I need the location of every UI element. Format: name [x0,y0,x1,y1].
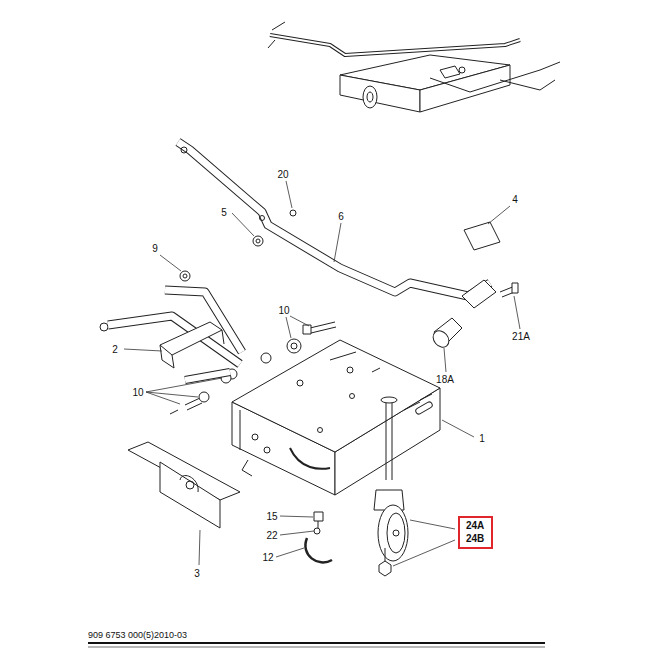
bumper-part [430,318,462,350]
leader-lines [124,181,520,566]
footer-rule [88,647,545,648]
callout-number: 9 [152,243,158,254]
callout-number: 24B [466,533,485,546]
callout-number: 15 [266,511,277,522]
bracket-part [128,442,240,528]
callout-number: 5 [221,207,227,218]
overview-figure [268,22,560,112]
frame-part [108,290,242,380]
callout-number: 18A [436,374,454,385]
callout-number: 21A [512,331,530,342]
callout-number: 2 [112,344,118,355]
callout-number: 3 [194,568,200,579]
callout-number: 6 [338,211,344,222]
callout-number: 10 [278,305,289,316]
callout-number: 22 [266,530,277,541]
callout-number: 4 [512,194,518,205]
clip-part [305,512,332,562]
callout-number: 10 [132,387,143,398]
callout-number: 12 [262,552,273,563]
callout-number: 24A [466,520,485,533]
lever-part [178,142,496,308]
callout-number: 1 [479,433,485,444]
footer-rule [88,642,545,644]
pad-part [464,222,500,250]
bolt-part [500,283,518,297]
caster-wheel [374,397,408,576]
base-plate [232,340,440,495]
drawing-number: 909 6753 000(5)2010-03 [88,631,187,641]
callout-number: 20 [277,169,288,180]
highlight-box: 24A24B [458,516,493,549]
